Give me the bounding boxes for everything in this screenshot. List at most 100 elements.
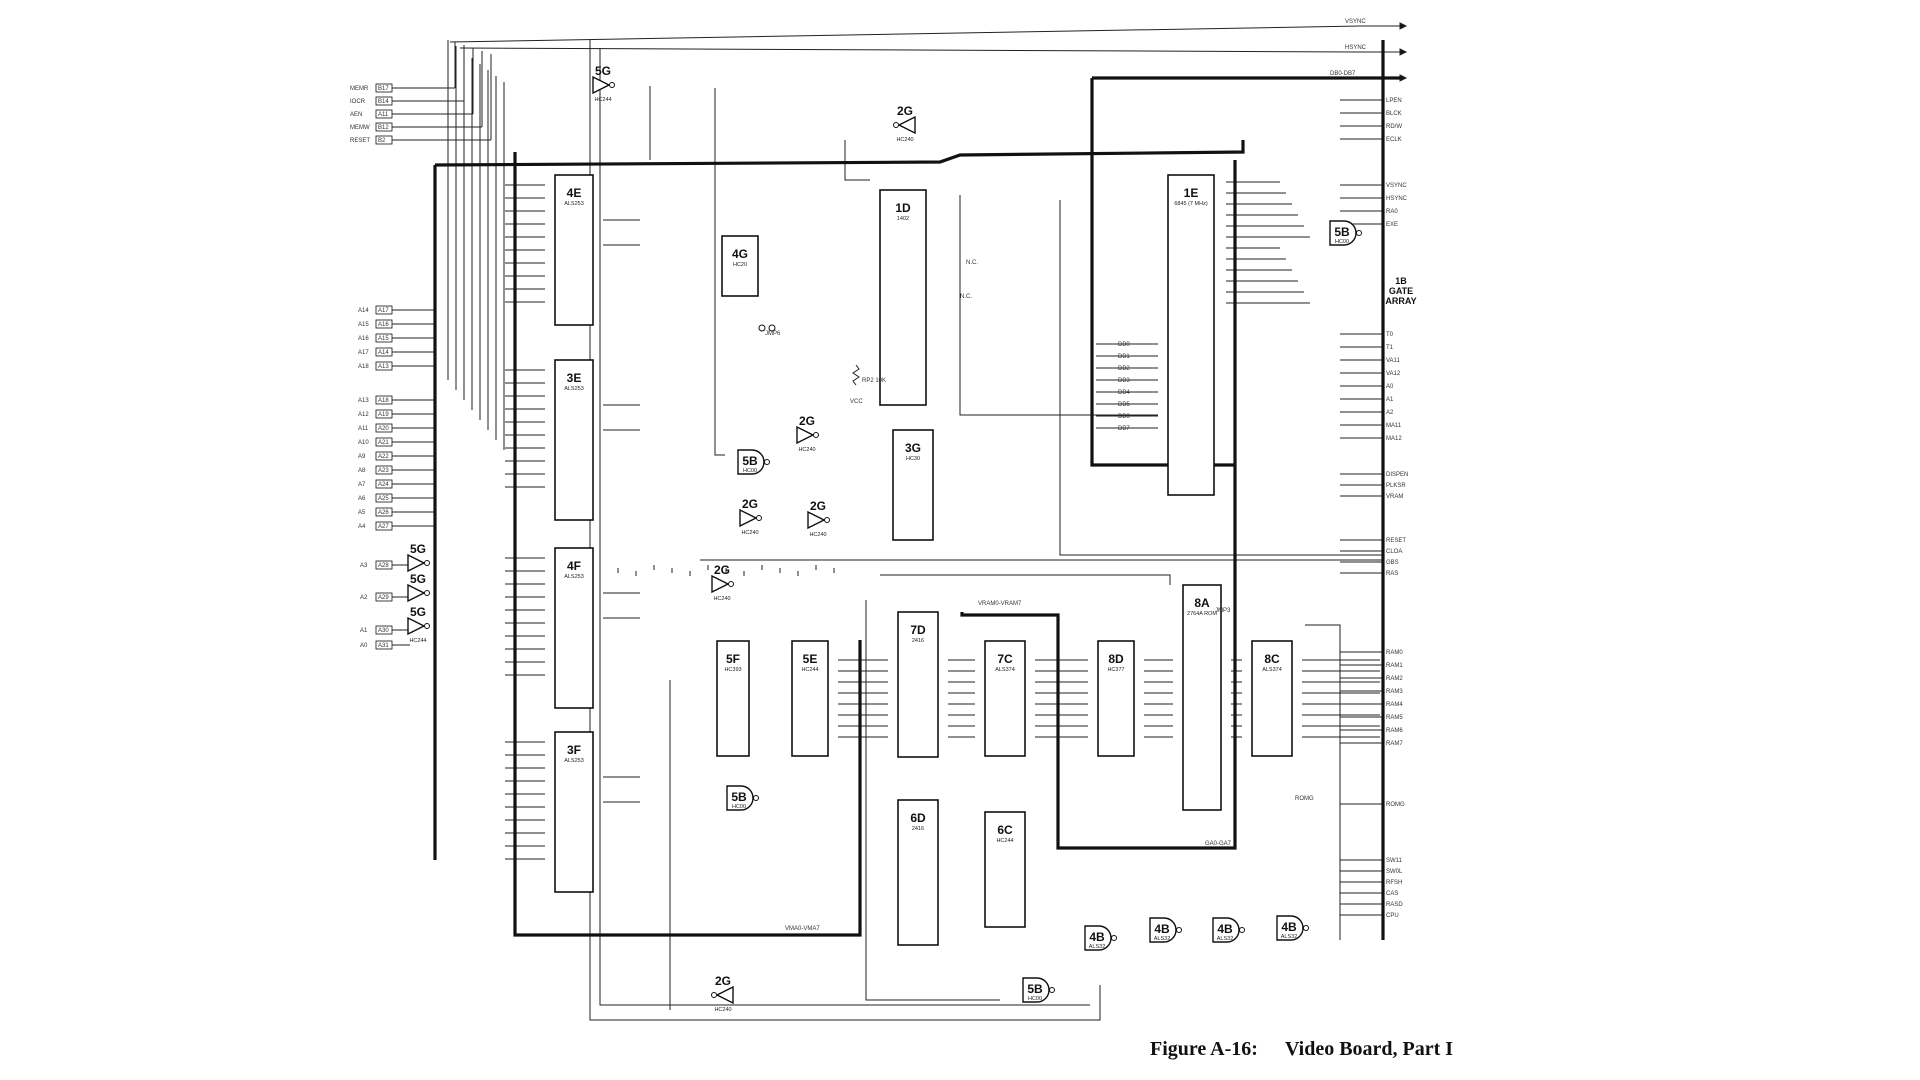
gate-id: 5G <box>410 542 426 556</box>
gate-array-pin: EXE <box>1386 222 1398 228</box>
gate-array-pin: SW0L <box>1386 869 1403 875</box>
output-arrow <box>1399 48 1408 56</box>
gate-id: 5B <box>731 790 747 804</box>
gate-id: 5B <box>1027 982 1043 996</box>
chip-type: ALS374 <box>1262 667 1282 673</box>
gate-type: HC00 <box>1335 239 1349 245</box>
edge-pin-id: A14 <box>378 350 389 356</box>
gate-array-pin: VSYNC <box>1386 183 1407 189</box>
edge-pin-id: A30 <box>378 628 389 634</box>
bus-outline-vma <box>513 152 862 937</box>
gate-array-pin: PLKSR <box>1386 483 1406 489</box>
gate-type: HC00 <box>743 468 757 474</box>
chip-type: HC244 <box>996 838 1013 844</box>
gate-body <box>737 449 765 475</box>
gate-body <box>1276 915 1304 941</box>
chip-id: 1E <box>1184 186 1199 200</box>
buffer-body <box>407 616 426 636</box>
vram-bus-label: VRAM0-VRAM7 <box>978 601 1022 607</box>
gate-array-pin: CAS <box>1386 891 1398 897</box>
gate-array-pin: RAM2 <box>1386 676 1403 682</box>
return-line <box>589 40 1101 1021</box>
gate-body <box>1212 917 1240 943</box>
address-name: A2 <box>360 595 368 601</box>
wire <box>1305 624 1341 940</box>
chip-id: 6D <box>910 811 926 825</box>
chip-type: HC30 <box>906 456 920 462</box>
inversion-bubble <box>728 581 734 587</box>
address-name: A9 <box>358 454 366 460</box>
wire <box>844 140 870 181</box>
gate-array-pin: CPU <box>1386 913 1399 919</box>
gate-array-label: ARRAY <box>1385 296 1416 306</box>
chip-body <box>892 429 934 541</box>
address-name: A18 <box>358 364 369 370</box>
gate-2g-bottom: 2G HC240 <box>711 974 734 1013</box>
chip-type: ALS253 <box>564 574 584 580</box>
chip-id: 7C <box>997 652 1013 666</box>
crtc-data-label: DB2 <box>1118 366 1130 372</box>
chip-type: 2416 <box>912 638 924 644</box>
inversion-bubble <box>1049 987 1055 993</box>
address-name: A13 <box>358 398 369 404</box>
chip-type: ALS253 <box>564 758 584 764</box>
gate-body <box>1084 925 1112 951</box>
gate-id: 2G <box>810 499 826 513</box>
gate-array-pin: RAM7 <box>1386 741 1403 747</box>
chip-type: HC393 <box>724 667 741 673</box>
data-bus-label: DB0-DB7 <box>1330 71 1356 77</box>
gate-array-pin: VRAM <box>1386 494 1403 500</box>
jumper-jmp6 <box>758 324 766 332</box>
gate-id: 5B <box>1334 225 1350 239</box>
edge-pin-id: A20 <box>378 426 389 432</box>
edge-pin-id: A31 <box>378 643 389 649</box>
gate-type: ALS32 <box>1089 944 1106 950</box>
hsync-out-line <box>459 47 1361 53</box>
return-line <box>599 48 1090 1006</box>
chip-body <box>721 235 759 297</box>
inversion-bubble <box>1303 925 1309 931</box>
gate-type: HC240 <box>741 530 758 536</box>
chip-body <box>879 189 927 406</box>
gate-id: 5B <box>742 454 758 468</box>
buffer-body <box>796 425 815 445</box>
inversion-bubble <box>824 517 830 523</box>
gate-type: HC240 <box>713 596 730 602</box>
resistor-rp2 <box>852 364 860 386</box>
gate-id: 2G <box>715 974 731 988</box>
gate-array-pin: A2 <box>1386 410 1394 416</box>
vsync-out-line <box>449 25 1361 43</box>
chip-body <box>984 811 1026 928</box>
gate-type: HC240 <box>714 1007 731 1013</box>
bus-outline-top <box>434 140 1245 167</box>
gate-id: 4B <box>1217 922 1233 936</box>
buffer-body <box>407 553 426 573</box>
gate-id: 4B <box>1089 930 1105 944</box>
gate-array-pin: HSYNC <box>1386 196 1408 202</box>
jumper-jmp6-label: JMP6 <box>765 331 781 337</box>
gate-body <box>726 785 754 811</box>
edge-pin-id: A21 <box>378 440 389 446</box>
chip-id: 3E <box>567 371 582 385</box>
edge-pin-id: A23 <box>378 468 389 474</box>
edge-pin-id: A13 <box>378 364 389 370</box>
gate-id: 5G <box>410 605 426 619</box>
chip-body <box>554 547 594 709</box>
crtc-data-label: DB1 <box>1118 354 1130 360</box>
figure-number: Figure A-16: <box>1150 1038 1258 1060</box>
edge-pin-id: A15 <box>378 336 389 342</box>
chip-id: 4E <box>567 186 582 200</box>
